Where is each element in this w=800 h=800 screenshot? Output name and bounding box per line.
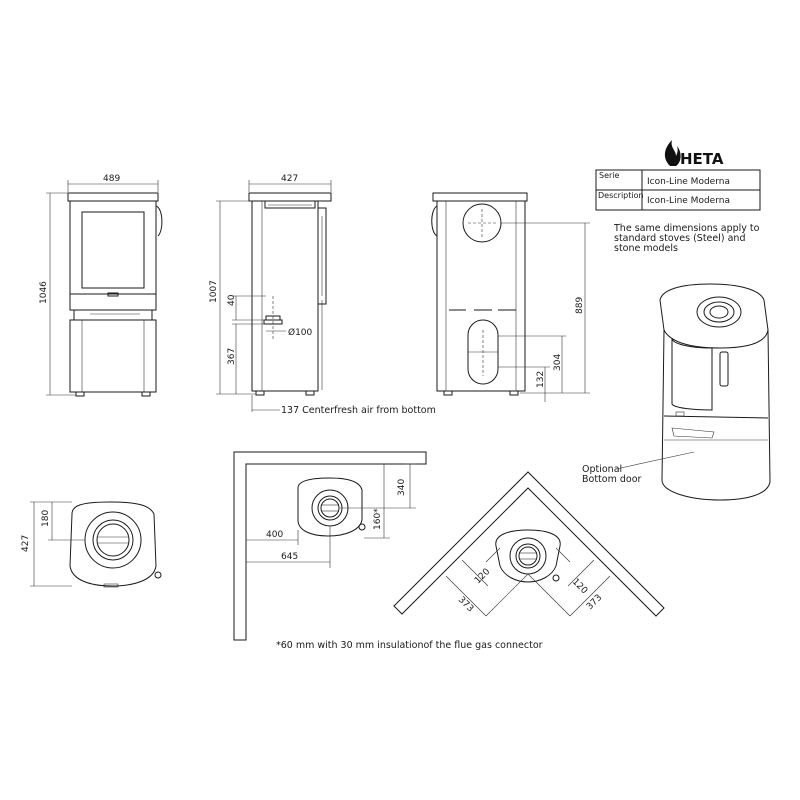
dim-corner-373-left: 373 (456, 595, 475, 614)
rear-view: 889 304 132 (431, 192, 590, 402)
dim-wall-645: 645 (281, 552, 298, 562)
dim-top-center: 180 (41, 510, 51, 527)
dim-top-depth: 427 (21, 535, 31, 552)
spec-table: Serie Icon-Line Moderna Description Icon… (595, 169, 761, 211)
dim-corner-373-right: 373 (585, 593, 604, 612)
front-view: 489 1046 (39, 174, 163, 397)
side-view: 427 1007 40 367 Ø100 137 Centerfresh air… (209, 174, 436, 416)
stove-3d-view: Optional Bottom door (582, 283, 771, 501)
dim-corner-120-left: 120 (473, 567, 492, 586)
dim-side-air-height: 367 (227, 348, 237, 365)
spec-label-description: Description (598, 191, 644, 200)
top-view: 427 180 (21, 501, 162, 588)
dim-rear-height: 889 (575, 297, 585, 314)
fresh-air-label: 137 Centerfresh air from bottom (281, 405, 436, 416)
brand-name: HETA (680, 150, 724, 168)
dim-side-flue-diameter: Ø100 (288, 327, 313, 338)
dim-front-width: 489 (103, 174, 120, 184)
dim-front-height: 1046 (39, 281, 49, 304)
heta-logo: HETA (664, 140, 724, 168)
bottom-door-note-line1: Optional (582, 464, 622, 475)
dim-side-flue-offset: 40 (227, 294, 237, 306)
svg-text:standard stoves (Steel) and: standard stoves (Steel) and (614, 233, 745, 244)
dim-side-depth: 427 (281, 174, 298, 184)
dim-corner-120-right: 120 (570, 577, 589, 596)
dim-wall-340: 340 (397, 479, 407, 496)
dim-rear-inlet-height: 304 (553, 354, 563, 371)
same-dimensions-note: The same dimensions apply to standard st… (613, 223, 760, 254)
svg-text:The same dimensions apply to: The same dimensions apply to (613, 223, 760, 234)
bottom-door-note-line2: Bottom door (582, 474, 642, 485)
dim-side-height: 1007 (209, 280, 219, 303)
insulation-footnote: *60 mm with 30 mm insulationof the flue … (276, 640, 543, 651)
dim-wall-160: 160* (373, 508, 383, 530)
flame-icon (664, 140, 681, 166)
wall-placement-view: 340 160* 400 645 (233, 451, 427, 641)
corner-placement-view: 120 120 373 373 (393, 471, 665, 617)
spec-label-serie: Serie (599, 171, 620, 180)
svg-text:stone models: stone models (614, 243, 678, 254)
spec-value-serie: Icon-Line Moderna (647, 177, 730, 187)
dim-rear-bottom: 132 (536, 371, 546, 388)
spec-value-description: Icon-Line Moderna (647, 196, 730, 206)
dim-wall-400: 400 (266, 530, 283, 540)
